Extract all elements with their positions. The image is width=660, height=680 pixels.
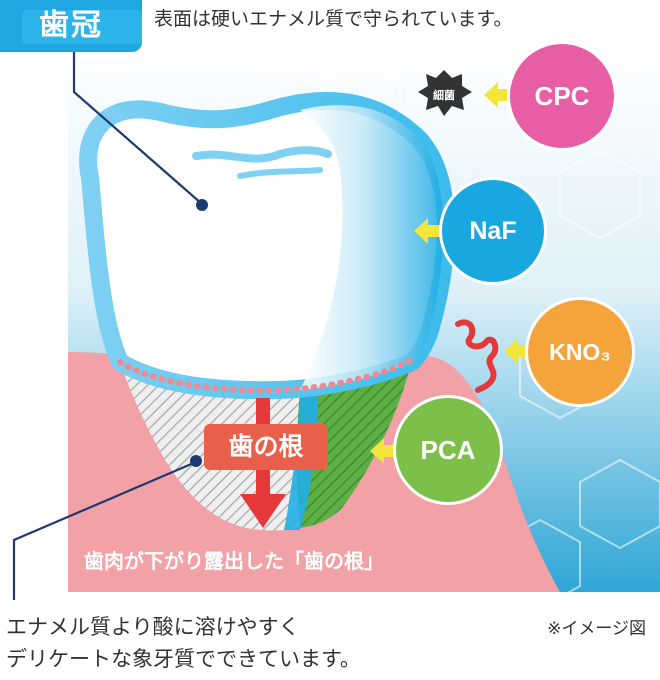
top-caption: 表面は硬いエナメル質で守られています。 [154, 8, 513, 30]
bacteria-icon [418, 70, 472, 116]
crown-label: 歯冠 [39, 8, 103, 43]
pca-label: PCA [420, 434, 476, 465]
gumline-dots [117, 357, 415, 394]
naf-circle: NaF [442, 180, 544, 282]
image-note: ※イメージ図 [547, 619, 646, 639]
bottom-caption-line1: エナメル質より酸に溶けやすく [6, 615, 300, 639]
root-label: 歯の根 [204, 424, 328, 470]
bottom-caption-line2: デリケートな象牙質でできています。 [6, 647, 361, 671]
cpc-label: CPC [534, 80, 590, 111]
crown-leader-dot [196, 199, 208, 211]
kno3-circle: KNO₃ [528, 300, 632, 404]
crown-groove [192, 146, 332, 163]
crown-leader-line [72, 52, 203, 205]
crown-tag-inner [22, 10, 142, 44]
bacteria-label: 細菌 [433, 89, 455, 102]
naf-label: NaF [469, 216, 517, 245]
root-leader-dot [190, 455, 202, 467]
cpc-circle: CPC [510, 44, 614, 148]
nerve-arrow-head [240, 494, 286, 528]
pca-circle: PCA [396, 398, 500, 502]
nerve-squiggle [455, 319, 499, 393]
root-leader-line [12, 460, 197, 600]
crown-tag: 歯冠 [0, 0, 142, 52]
kno3-label: KNO₃ [549, 338, 611, 365]
crown-groove-2 [237, 167, 323, 179]
gum-caption: 歯肉が下がり露出した「歯の根」 [84, 549, 384, 573]
dentin-shading [300, 105, 444, 390]
pca-root-area [297, 360, 412, 528]
